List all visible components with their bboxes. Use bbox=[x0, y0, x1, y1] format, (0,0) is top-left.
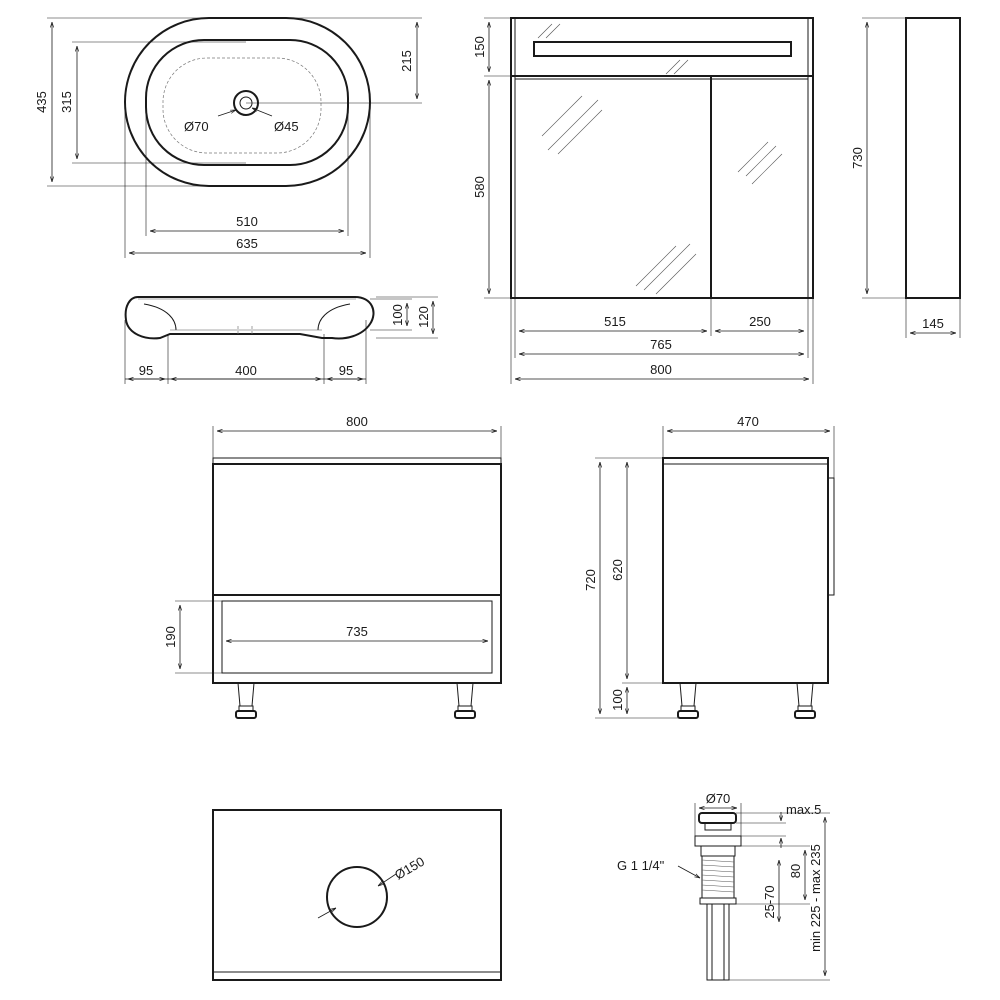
vanity-shelf-width-label: 735 bbox=[346, 624, 368, 639]
basin-top-view: Ø70 Ø45 435 315 215 510 635 bbox=[34, 17, 422, 258]
countertop-view: Ø150 bbox=[212, 809, 502, 981]
basin-drain-area bbox=[162, 57, 322, 154]
drain-height-label: 80 bbox=[788, 864, 803, 878]
vanity-side-body bbox=[662, 457, 829, 684]
cabinet-depth-label: 145 bbox=[922, 316, 944, 331]
cabinet-total-width-label: 800 bbox=[650, 362, 672, 377]
cabinet-door-height-label: 580 bbox=[472, 176, 487, 198]
vanity-width-label: 800 bbox=[346, 414, 368, 429]
mirror-reflection-marks bbox=[537, 23, 783, 295]
cabinet-right-door-label: 250 bbox=[749, 314, 771, 329]
mirror-cabinet-body bbox=[510, 17, 814, 299]
vanity-side-left-leg bbox=[677, 682, 699, 719]
vanity-side-right-leg bbox=[794, 682, 816, 719]
drain-cap-diameter-label: Ø70 bbox=[706, 791, 731, 806]
cabinet-light-strip bbox=[533, 41, 792, 57]
vanity-side-view: 470 720 620 100 bbox=[583, 414, 835, 719]
vanity-leg-height-label: 100 bbox=[610, 689, 625, 711]
vanity-depth-label: 470 bbox=[737, 414, 759, 429]
cabinet-inner-width-label: 765 bbox=[650, 337, 672, 352]
basin-outer-height-label: 435 bbox=[34, 91, 49, 113]
vanity-front-left-leg bbox=[235, 682, 257, 719]
drain-pipe bbox=[706, 903, 730, 981]
basin-outer-width-label: 635 bbox=[236, 236, 258, 251]
vanity-total-height-label: 720 bbox=[583, 569, 598, 591]
basin-half-height-label: 215 bbox=[399, 50, 414, 72]
mirror-cabinet-side: 730 145 bbox=[850, 17, 961, 338]
drain-thread-lines bbox=[701, 859, 735, 893]
vanity-front-right-leg bbox=[454, 682, 476, 719]
basin-inner-height-side-label: 100 bbox=[390, 304, 405, 326]
countertop-hole-diameter-label: Ø150 bbox=[392, 854, 427, 883]
drain-cap bbox=[698, 812, 737, 824]
vanity-drawer-front-edge bbox=[827, 477, 835, 596]
countertop-slab bbox=[212, 809, 502, 981]
drain-max-gap-label: max.5 bbox=[786, 802, 821, 817]
drain-assembly: Ø70 max.5 80 25-70 min 225 - max 235 G 1… bbox=[617, 791, 830, 981]
basin-outer-rim bbox=[124, 17, 371, 187]
drain-range-label: 25-70 bbox=[762, 885, 777, 918]
mirror-cabinet-side-body bbox=[905, 17, 961, 299]
overflow-diameter-label: Ø70 bbox=[184, 119, 209, 134]
vanity-shelf-height-label: 190 bbox=[163, 626, 178, 648]
vanity-drawer bbox=[212, 463, 502, 596]
cabinet-left-door-label: 515 bbox=[604, 314, 626, 329]
vanity-shelf-frame bbox=[212, 594, 502, 684]
basin-base-width-label: 400 bbox=[235, 363, 257, 378]
basin-section-profile bbox=[124, 296, 375, 340]
drain-length-label: min 225 - max 235 bbox=[808, 844, 823, 952]
countertop-hole bbox=[326, 866, 388, 928]
basin-inner-height-label: 315 bbox=[59, 91, 74, 113]
basin-right-offset-label: 95 bbox=[339, 363, 353, 378]
basin-outer-height-side-label: 120 bbox=[416, 306, 431, 328]
cabinet-light-height-label: 150 bbox=[472, 36, 487, 58]
basin-left-offset-label: 95 bbox=[139, 363, 153, 378]
mirror-cabinet-front: 150 580 515 250 765 800 bbox=[472, 17, 814, 384]
cabinet-total-height-label: 730 bbox=[850, 147, 865, 169]
basin-inner-bowl bbox=[145, 39, 349, 166]
vanity-body-height-label: 620 bbox=[610, 559, 625, 581]
vanity-front-view: 800 190 735 bbox=[163, 414, 502, 719]
vanity-shelf-opening bbox=[221, 600, 493, 674]
basin-inner-width-label: 510 bbox=[236, 214, 258, 229]
drain-diameter-label: Ø45 bbox=[274, 119, 299, 134]
basin-side-section: 100 120 95 400 95 bbox=[124, 296, 438, 384]
drain-thread-label: G 1 1/4" bbox=[617, 858, 665, 873]
